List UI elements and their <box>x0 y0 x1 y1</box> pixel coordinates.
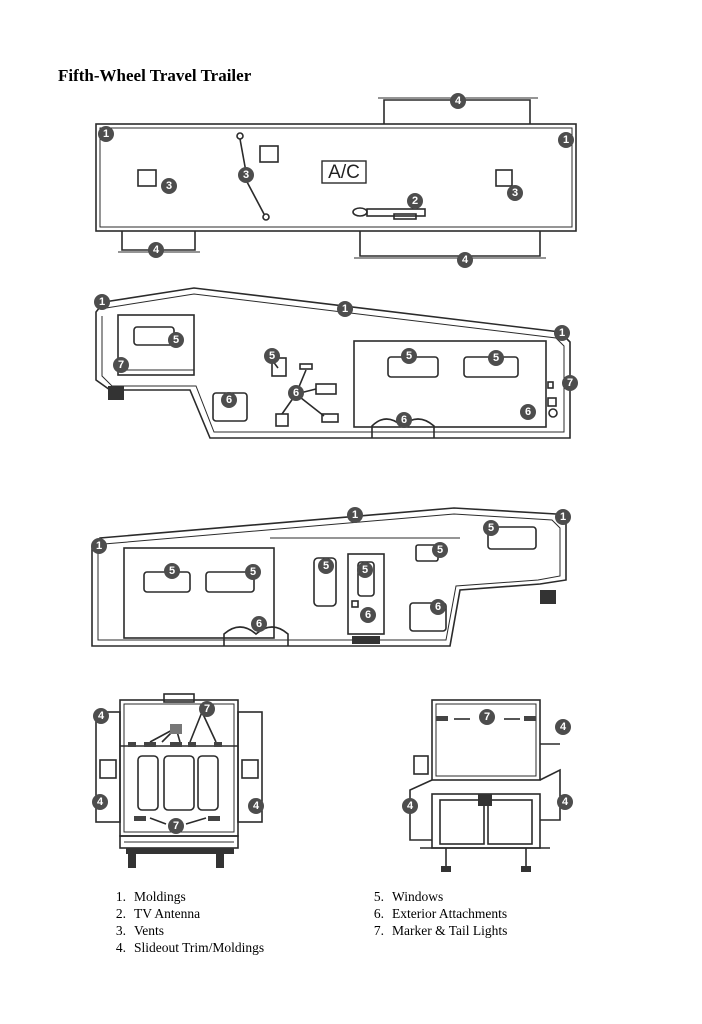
callout-vents: 3 3 3 <box>161 167 523 201</box>
svg-text:4: 4 <box>560 721 567 733</box>
svg-text:6: 6 <box>226 394 232 406</box>
svg-text:5: 5 <box>488 522 494 534</box>
svg-text:2: 2 <box>412 195 418 207</box>
callout-tv-antenna: 2 <box>407 193 423 209</box>
callout-moldings-side1: 1 1 1 <box>94 294 570 341</box>
svg-text:6: 6 <box>401 414 407 426</box>
svg-text:5: 5 <box>493 352 499 364</box>
legend-right: 5.Windows 6.Exterior Attachments 7.Marke… <box>362 888 508 939</box>
svg-text:4: 4 <box>253 800 260 812</box>
svg-text:4: 4 <box>562 796 569 808</box>
callout-moldings-side2: 1 1 1 <box>91 507 571 554</box>
rear-view: 4 4 4 7 7 <box>92 693 264 868</box>
svg-text:4: 4 <box>407 800 414 812</box>
callout-lights-side1: 7 7 <box>113 357 578 391</box>
svg-text:1: 1 <box>563 134 569 146</box>
svg-text:7: 7 <box>567 377 573 389</box>
legend-item: 3.Vents <box>115 923 164 938</box>
callout-windows-side1: 5 5 5 5 <box>168 332 504 366</box>
front-view: 7 4 4 4 <box>402 699 573 872</box>
svg-text:1: 1 <box>96 540 102 552</box>
svg-text:1: 1 <box>560 511 566 523</box>
legend-left: 1.Moldings 2.TV Antenna 3.Vents 4.Slideo… <box>104 888 264 956</box>
svg-text:5: 5 <box>406 350 412 362</box>
svg-text:5: 5 <box>169 565 175 577</box>
svg-text:1: 1 <box>559 327 565 339</box>
callout-windows-side2: 5 5 5 5 5 5 <box>164 520 499 580</box>
callout-lights-front: 7 <box>479 709 495 725</box>
svg-text:6: 6 <box>435 601 441 613</box>
svg-text:3: 3 <box>166 180 172 192</box>
legend-item: 1.Moldings <box>115 889 186 904</box>
legend-item: 6.Exterior Attachments <box>373 906 508 921</box>
svg-text:7: 7 <box>484 711 490 723</box>
legend-item: 2.TV Antenna <box>115 906 201 921</box>
svg-text:6: 6 <box>256 618 262 630</box>
top-view: A/C 3 3 3 1 1 2 4 4 4 <box>95 93 577 268</box>
svg-text:5: 5 <box>323 560 329 572</box>
svg-text:4: 4 <box>98 710 105 722</box>
svg-text:4: 4 <box>462 254 469 266</box>
svg-text:4: 4 <box>455 95 462 107</box>
callout-slideout: 4 4 4 <box>148 93 473 268</box>
callout-attachments-side2: 6 6 6 <box>251 599 446 632</box>
callout-attachments-side1: 6 6 6 6 <box>221 385 536 428</box>
svg-text:1: 1 <box>352 509 358 521</box>
svg-text:1: 1 <box>342 303 348 315</box>
svg-text:4: 4 <box>97 796 104 808</box>
svg-text:1: 1 <box>103 128 109 140</box>
svg-text:7: 7 <box>204 703 210 715</box>
svg-text:1: 1 <box>99 296 105 308</box>
callout-slideout-front: 4 4 4 <box>402 719 573 814</box>
svg-text:5: 5 <box>250 566 256 578</box>
legend-item: 5.Windows <box>373 889 444 904</box>
callout-moldings: 1 1 <box>98 126 574 148</box>
side-view-street: 1 1 1 5 5 5 5 6 6 6 6 7 7 <box>94 287 578 439</box>
svg-text:5: 5 <box>437 544 443 556</box>
svg-text:4: 4 <box>153 244 160 256</box>
callout-slideout-rear: 4 4 4 <box>92 708 264 814</box>
legend-item: 4.Slideout Trim/Moldings <box>115 940 265 955</box>
svg-text:6: 6 <box>525 406 531 418</box>
ac-label: A/C <box>328 162 360 183</box>
svg-text:3: 3 <box>512 187 518 199</box>
diagram-title: Fifth-Wheel Travel Trailer <box>58 66 252 85</box>
svg-text:6: 6 <box>293 387 299 399</box>
svg-text:5: 5 <box>173 334 179 346</box>
legend-item: 7.Marker & Tail Lights <box>373 923 508 938</box>
svg-text:7: 7 <box>118 359 124 371</box>
svg-text:7: 7 <box>173 820 179 832</box>
svg-text:6: 6 <box>365 609 371 621</box>
svg-text:3: 3 <box>243 169 249 181</box>
svg-text:5: 5 <box>362 564 368 576</box>
callout-lights-rear: 7 7 <box>168 701 215 834</box>
side-view-curb: 1 1 1 5 5 5 5 5 5 6 6 6 <box>91 507 571 647</box>
svg-text:5: 5 <box>269 350 275 362</box>
